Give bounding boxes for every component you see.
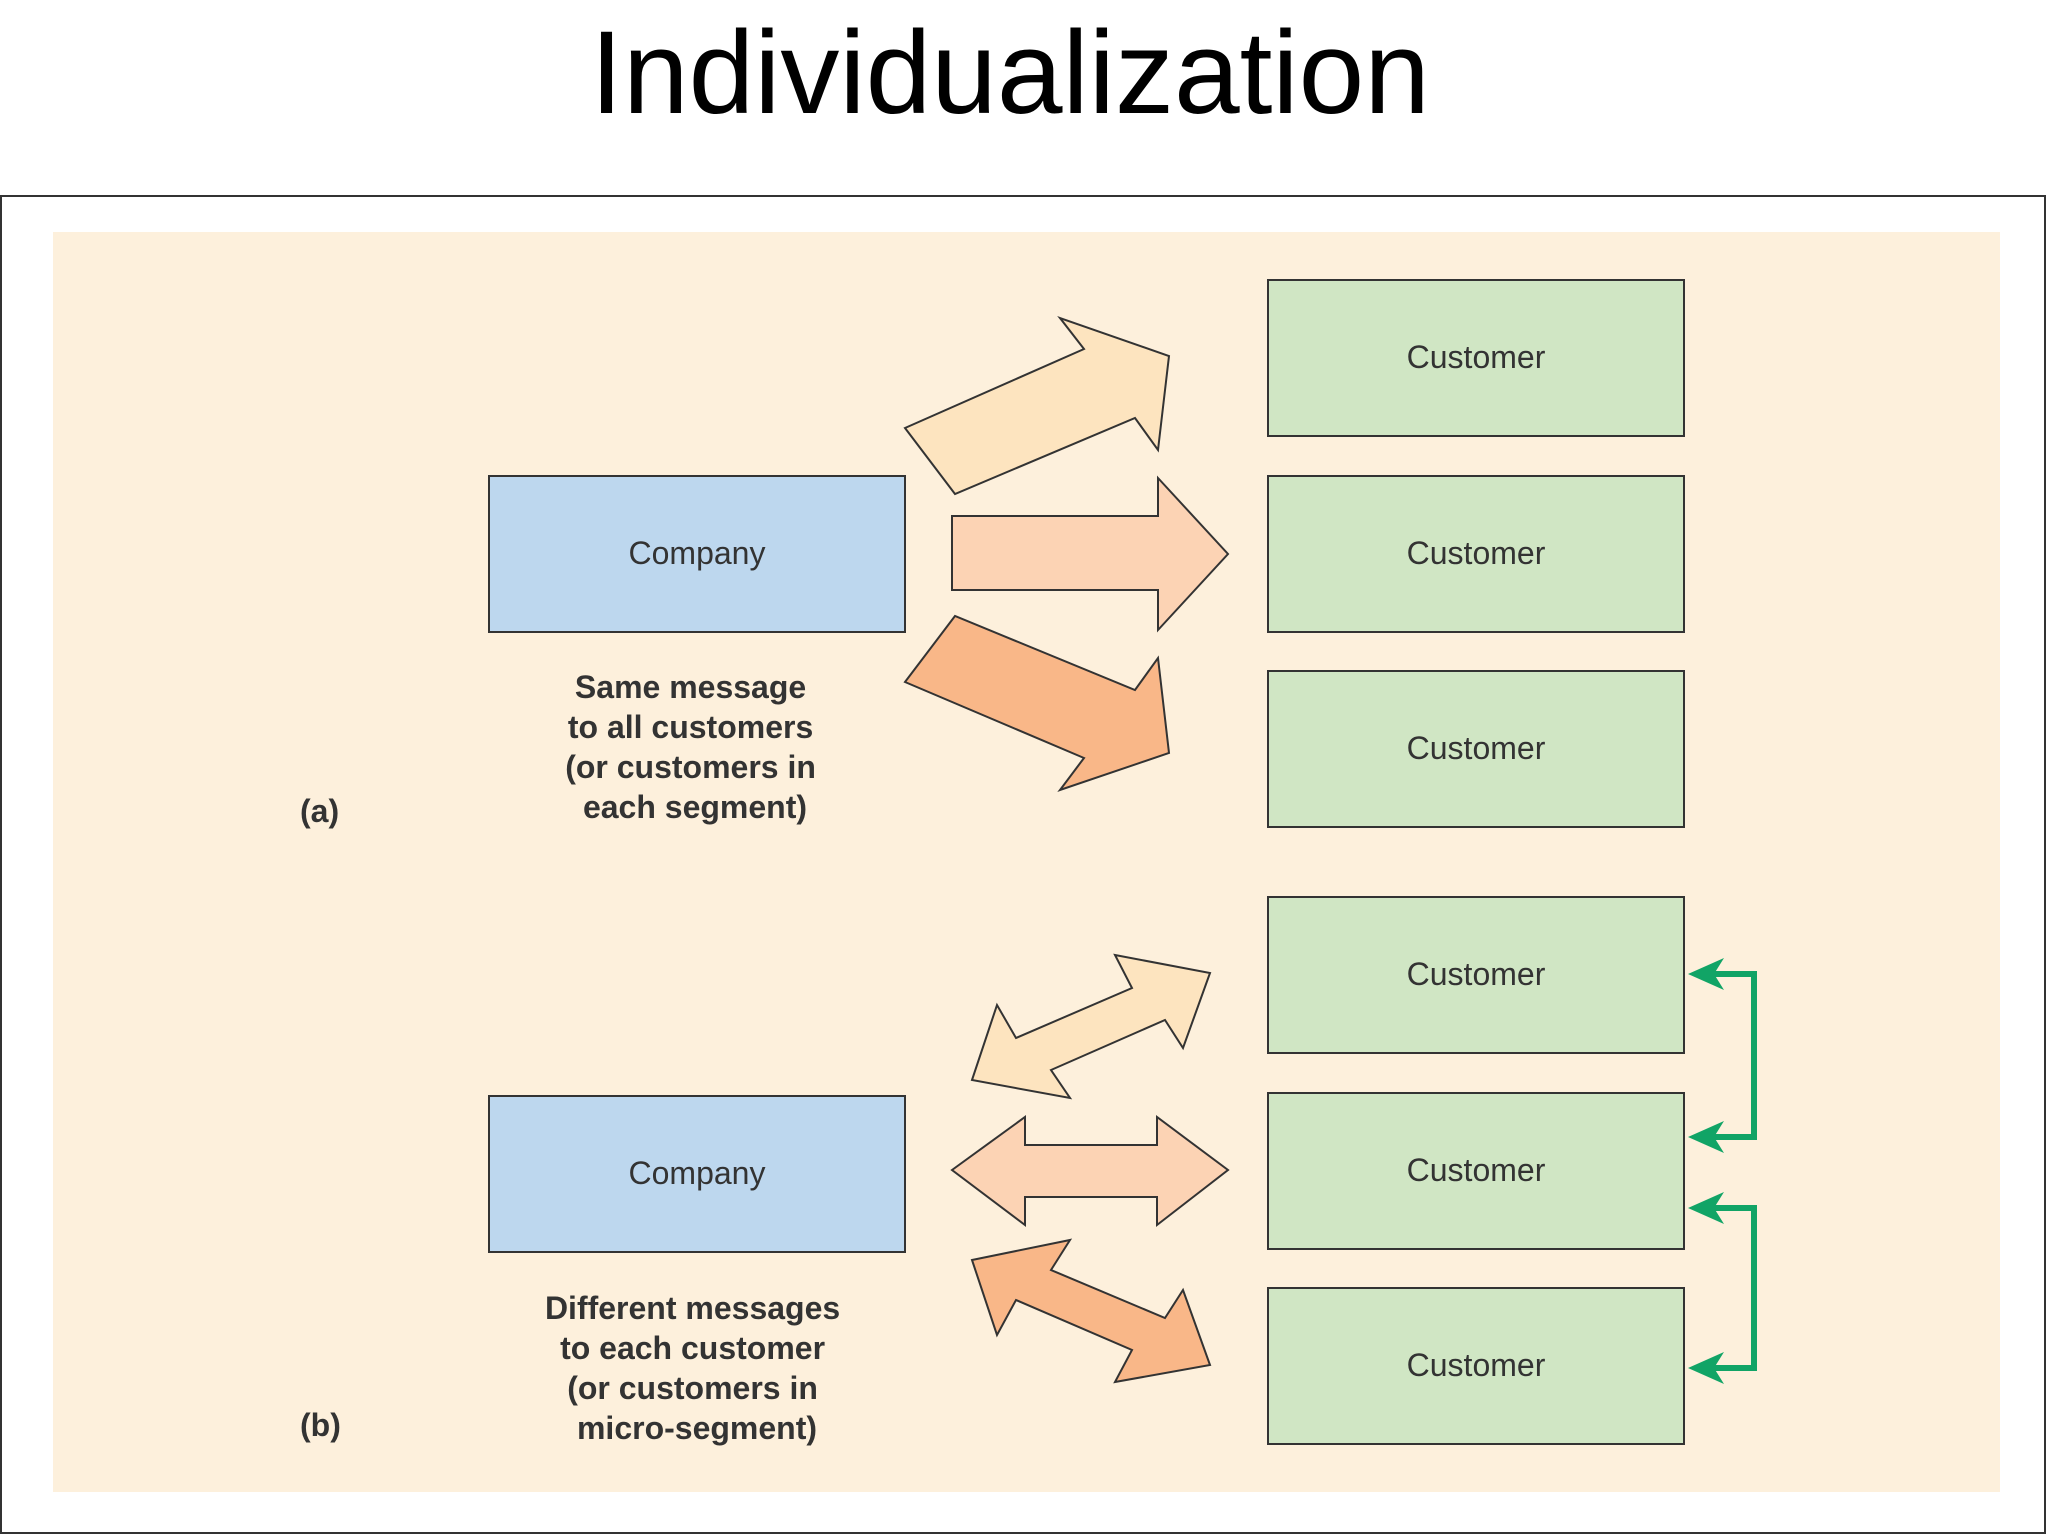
caption-a-line-2: to all customers xyxy=(568,709,813,745)
customer-box-a1 xyxy=(1267,279,1685,437)
arrow-up-right-a xyxy=(903,315,1171,496)
customer-box-a3 xyxy=(1267,670,1685,828)
customer-label-b2: Customer xyxy=(1407,1152,1546,1188)
caption-b-line-4: micro-segment) xyxy=(577,1410,817,1446)
feedback-arrow-lower xyxy=(1688,1192,1757,1384)
slide-title: Individualization xyxy=(590,7,1430,139)
panel-label-a: (a) xyxy=(300,793,339,829)
panel-a: Company Customer Customer Customer Same … xyxy=(300,279,1685,829)
company-box-b xyxy=(488,1095,906,1253)
customer-label-a2: Customer xyxy=(1407,535,1546,571)
customer-box-a2 xyxy=(1267,475,1685,633)
panel-b: Company Customer Customer Customer Diffe… xyxy=(300,896,1757,1446)
customer-label-b3: Customer xyxy=(1407,1347,1546,1383)
customer-box-b1 xyxy=(1267,896,1685,1054)
caption-a: Same message to all customers (or custom… xyxy=(565,669,825,825)
customer-label-a1: Customer xyxy=(1407,339,1546,375)
panel-label-b: (b) xyxy=(300,1407,341,1443)
company-box-a xyxy=(488,475,906,633)
customer-label-b1: Customer xyxy=(1407,956,1546,992)
feedback-arrow-upper xyxy=(1688,958,1757,1153)
caption-b-line-2: to each customer xyxy=(560,1330,825,1366)
caption-a-line-3: (or customers in xyxy=(565,749,816,785)
arrow-right-a xyxy=(951,475,1230,633)
arrow-down-right-a xyxy=(903,614,1171,792)
company-label-b: Company xyxy=(629,1155,766,1191)
caption-a-line-4: each segment) xyxy=(583,789,807,825)
customer-label-a3: Customer xyxy=(1407,730,1546,766)
company-label-a: Company xyxy=(629,535,766,571)
double-arrow-down-right-b xyxy=(970,1238,1212,1384)
double-arrow-right-b xyxy=(950,1115,1230,1228)
customer-box-b3 xyxy=(1267,1287,1685,1445)
caption-a-line-1: Same message xyxy=(575,669,806,705)
caption-b: Different messages to each customer (or … xyxy=(545,1290,849,1446)
double-arrow-up-right-b xyxy=(970,953,1212,1100)
caption-b-line-3: (or customers in xyxy=(567,1370,818,1406)
caption-b-line-1: Different messages xyxy=(545,1290,840,1326)
customer-box-b2 xyxy=(1267,1092,1685,1250)
